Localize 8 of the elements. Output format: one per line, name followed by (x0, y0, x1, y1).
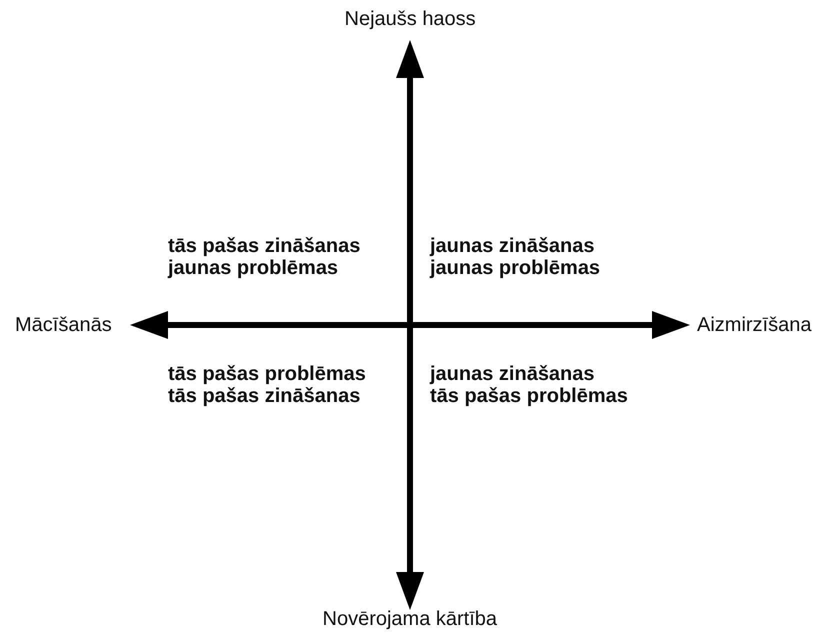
axis-label: Aizmirzīšana (697, 314, 812, 336)
axis-label: Mācīšanās (15, 314, 112, 336)
axis-label: Novērojama kārtība (322, 608, 498, 630)
quadrant-label: tās pašas problēmas tās pašas zināšanas (168, 363, 366, 407)
quadrant-label: tās pašas zināšanas jaunas problēmas (168, 235, 362, 279)
axis-label: Nejaušs haoss (344, 8, 476, 30)
quadrant-label: jaunas zināšanas jaunas problēmas (430, 235, 602, 279)
quadrant-label: jaunas zināšanas tās pašas problēmas (430, 363, 628, 407)
